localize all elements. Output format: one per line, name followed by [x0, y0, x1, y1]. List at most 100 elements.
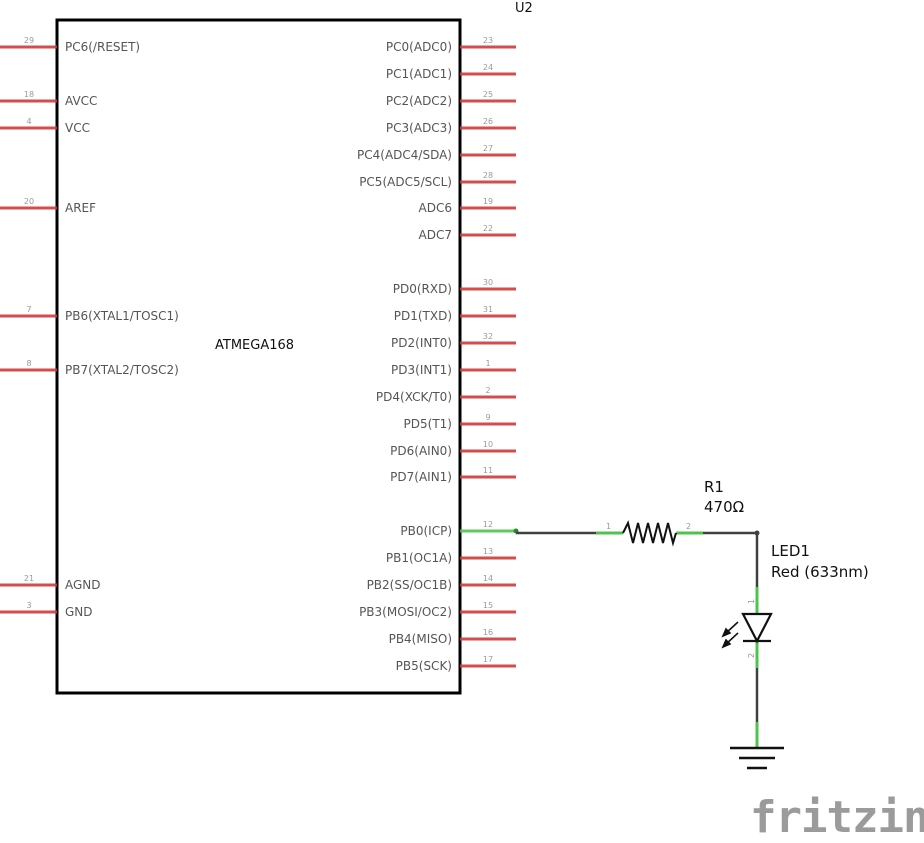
pin-number: 2: [485, 386, 490, 395]
pin-number: 17: [483, 655, 493, 664]
ground-symbol-icon[interactable]: [730, 722, 784, 770]
pin-pd3-int1-[interactable]: 1 PD3(INT1): [391, 359, 516, 377]
pin-label: PD5(T1): [404, 417, 452, 431]
pin-pd7-ain1-[interactable]: 11 PD7(AIN1): [390, 466, 516, 484]
pin-label: PB2(SS/OC1B): [367, 578, 452, 592]
pin-number: 20: [24, 197, 34, 206]
pin-pc4-adc4-sda-[interactable]: 27 PC4(ADC4/SDA): [357, 144, 516, 162]
pin-label: AGND: [65, 578, 101, 592]
pin-label: PB5(SCK): [396, 659, 452, 673]
pin-label: PC5(ADC5/SCL): [359, 175, 452, 189]
pin-number: 11: [483, 466, 493, 475]
pin-adc7[interactable]: 22 ADC7: [419, 224, 516, 242]
resistor-pin1-number: 1: [606, 522, 611, 531]
pin-label: PD0(RXD): [393, 282, 452, 296]
pin-label: ADC7: [419, 228, 452, 242]
led-pin2-number: 2: [747, 653, 756, 658]
pin-label: PD6(AIN0): [390, 444, 452, 458]
atmega168-chip-body[interactable]: [55, 18, 462, 695]
junction-node: [754, 530, 760, 536]
pin-pd2-int0-[interactable]: 32 PD2(INT0): [391, 332, 516, 350]
pin-label: PD7(AIN1): [390, 470, 452, 484]
pin-pb1-oc1a-[interactable]: 13 PB1(OC1A): [386, 547, 516, 565]
pin-number: 23: [483, 36, 493, 45]
pin-number: 3: [26, 601, 31, 610]
pin-pb0-icp-[interactable]: 12 PB0(ICP): [400, 520, 519, 538]
chip-name-label: ATMEGA168: [215, 338, 294, 353]
pin-label: PC1(ADC1): [386, 67, 452, 81]
pin-label: PB0(ICP): [400, 524, 452, 538]
pin-label: AREF: [65, 201, 96, 215]
pin-avcc[interactable]: 18 AVCC: [0, 90, 97, 108]
pin-number: 32: [483, 332, 493, 341]
pin-label: PB1(OC1A): [386, 551, 452, 565]
pin-pc0-adc0-[interactable]: 23 PC0(ADC0): [386, 36, 516, 54]
pin-label: PD3(INT1): [391, 363, 452, 377]
pin-number: 8: [26, 359, 31, 368]
pin-number: 7: [26, 305, 31, 314]
pin-pd1-txd-[interactable]: 31 PD1(TXD): [394, 305, 516, 323]
pin-label: PC6(/RESET): [65, 40, 140, 54]
pin-number: 14: [483, 574, 493, 583]
pin-pb5-sck-[interactable]: 17 PB5(SCK): [396, 655, 516, 673]
pin-number: 4: [26, 117, 31, 126]
pin-label: PB4(MISO): [389, 632, 452, 646]
wires: [516, 531, 759, 722]
led-ref-label: LED1: [771, 542, 810, 560]
pin-pd5-t1-[interactable]: 9 PD5(T1): [404, 413, 516, 431]
pin-number: 16: [483, 628, 493, 637]
pin-number: 18: [24, 90, 34, 99]
pin-label: PB6(XTAL1/TOSC1): [65, 309, 179, 323]
pin-number: 31: [483, 305, 493, 314]
pin-pb2-ss-oc1b-[interactable]: 14 PB2(SS/OC1B): [367, 574, 516, 592]
led-led1[interactable]: 1 2 LED1 Red (633nm): [721, 542, 869, 668]
resistor-r1[interactable]: 1 2 R1 470Ω: [596, 478, 744, 547]
pin-pb4-miso-[interactable]: 16 PB4(MISO): [389, 628, 516, 646]
pin-label: PD2(INT0): [391, 336, 452, 350]
pin-number: 1: [485, 359, 490, 368]
pin-number: 9: [485, 413, 490, 422]
pin-pd4-xck-t0-[interactable]: 2 PD4(XCK/T0): [376, 386, 516, 404]
pin-label: PD1(TXD): [394, 309, 452, 323]
pin-number: 22: [483, 224, 493, 233]
pin-label: PB7(XTAL2/TOSC2): [65, 363, 179, 377]
fritzing-logo: fritzing: [750, 792, 924, 843]
pin-pb6-xtal1-tosc1-[interactable]: 7 PB6(XTAL1/TOSC1): [0, 305, 179, 323]
resistor-value-label: 470Ω: [704, 498, 744, 516]
pin-label: PC4(ADC4/SDA): [357, 148, 452, 162]
led-pin1-number: 1: [747, 599, 756, 604]
pin-pc6-reset-[interactable]: 29 PC6(/RESET): [0, 36, 140, 54]
resistor-pin2-number: 2: [686, 522, 691, 531]
diode-triangle-icon: [741, 612, 773, 644]
pin-label: AVCC: [65, 94, 97, 108]
pin-label: PC2(ADC2): [386, 94, 452, 108]
pin-number: 29: [24, 36, 34, 45]
pin-label: PD4(XCK/T0): [376, 390, 452, 404]
pin-number: 12: [483, 520, 493, 529]
pin-pd0-rxd-[interactable]: 30 PD0(RXD): [393, 278, 516, 296]
pin-number: 30: [483, 278, 493, 287]
pin-number: 10: [483, 440, 493, 449]
pin-label: PB3(MOSI/OC2): [359, 605, 452, 619]
pin-number: 27: [483, 144, 493, 153]
pin-label: PC3(ADC3): [386, 121, 452, 135]
light-emission-arrows-icon: [721, 621, 739, 649]
pin-pb3-mosi-oc2-[interactable]: 15 PB3(MOSI/OC2): [359, 601, 516, 619]
pin-number: 13: [483, 547, 493, 556]
pin-aref[interactable]: 20 AREF: [0, 197, 96, 215]
pin-label: PC0(ADC0): [386, 40, 452, 54]
led-value-label: Red (633nm): [771, 563, 869, 581]
pin-pd6-ain0-[interactable]: 10 PD6(AIN0): [390, 440, 516, 458]
pin-number: 15: [483, 601, 493, 610]
pin-pb7-xtal2-tosc2-[interactable]: 8 PB7(XTAL2/TOSC2): [0, 359, 179, 377]
